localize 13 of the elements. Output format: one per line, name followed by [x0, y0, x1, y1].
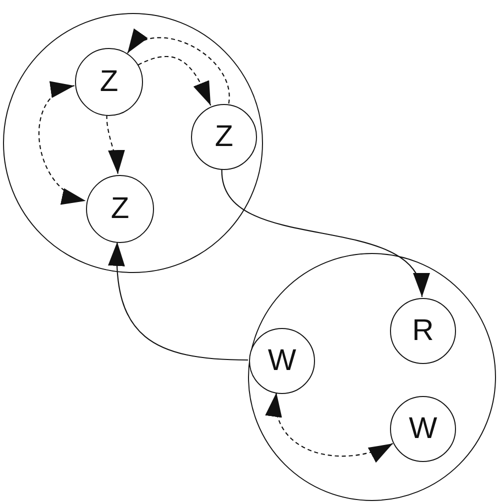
group-circle: [248, 253, 496, 501]
state-label: Z: [100, 67, 118, 97]
arrow: [106, 114, 124, 174]
state-label: W: [408, 414, 438, 444]
arrow: [127, 30, 230, 104]
arrow: [268, 392, 394, 462]
arrow: [108, 242, 248, 361]
arrow: [138, 56, 212, 106]
group-circle: [3, 13, 263, 273]
state-label: Z: [110, 194, 130, 224]
state-label: R: [412, 316, 434, 346]
state-label: W: [268, 346, 296, 376]
state-label: Z: [214, 122, 234, 152]
